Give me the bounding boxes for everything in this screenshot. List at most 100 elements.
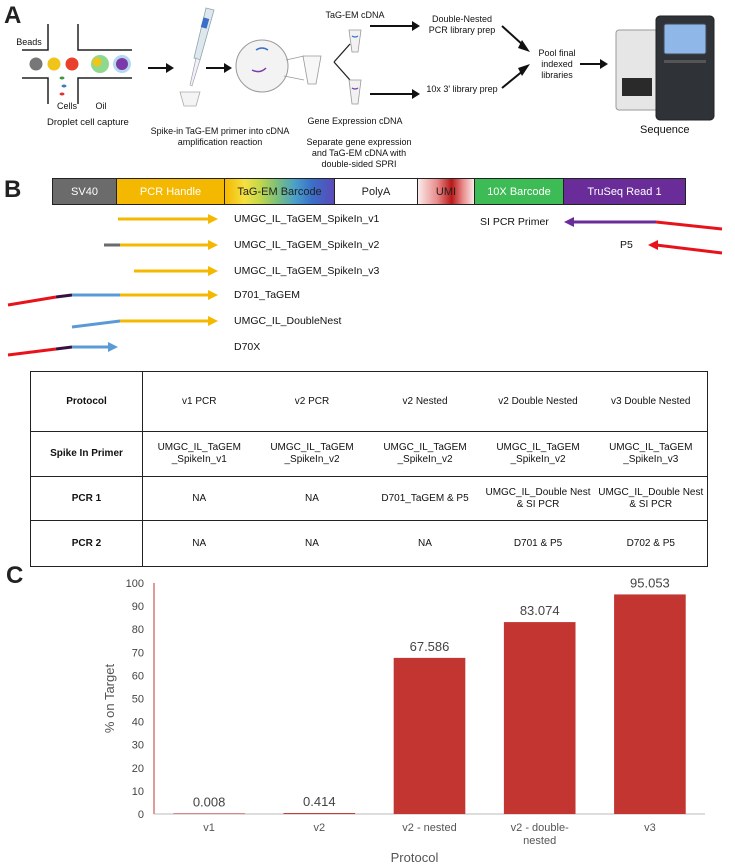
panel-c-letter: C xyxy=(6,562,24,589)
construct-pcr-handle: PCR Handle xyxy=(117,179,225,204)
primer-label-si-pcr: SI PCR Primer xyxy=(480,216,549,228)
data-label: 83.074 xyxy=(520,603,560,618)
primer-arrow-d701-tagem xyxy=(7,290,218,307)
primer-arrow-si-pcr xyxy=(564,217,723,231)
table-header: v1 PCR xyxy=(142,371,256,432)
data-label: 0.414 xyxy=(303,794,336,809)
double-nested-prep-label: Double-Nested PCR library prep xyxy=(428,14,496,35)
bar xyxy=(503,622,576,814)
table-cell: UMGC_IL_TaGEM _SpikeIn_v1 xyxy=(142,431,256,477)
table-row-label: PCR 2 xyxy=(30,520,143,567)
bead-red xyxy=(65,57,79,71)
y-axis-title: % on Target xyxy=(102,664,117,734)
primer-arrow-doublenest xyxy=(71,316,218,329)
table-cell: D701_TaGEM & P5 xyxy=(368,476,482,521)
panel-a-workflow: Droplet cell capture xyxy=(22,7,715,128)
table-row: PCR 1 NA NA D701_TaGEM & P5 UMGC_IL_Doub… xyxy=(30,476,708,521)
table-header: v2 PCR xyxy=(255,371,369,432)
x-tick-label: v1 xyxy=(203,822,215,834)
table-cell: UMGC_IL_TaGEM _SpikeIn_v3 xyxy=(594,431,708,477)
pipette-icon xyxy=(179,7,215,107)
y-tick-label: 20 xyxy=(132,763,144,775)
bar xyxy=(283,813,356,814)
table-row: PCR 2 NA NA NA D701 & P5 D702 & P5 xyxy=(30,520,708,567)
primer-label-spikein-v3: UMGC_IL_TaGEM_SpikeIn_v3 xyxy=(234,265,380,277)
table-row-label: PCR 1 xyxy=(30,476,143,521)
panel-b-letter: B xyxy=(4,176,22,203)
primer-diagram xyxy=(7,214,723,357)
primer-label-d701-tagem: D701_TaGEM xyxy=(234,289,300,301)
tenx-prep-label: 10x 3' library prep xyxy=(426,84,498,94)
droplet-caption: Droplet cell capture xyxy=(47,117,129,128)
table-cell: UMGC_IL_TaGEM _SpikeIn_v2 xyxy=(481,431,595,477)
cells-label: Cells xyxy=(56,101,77,111)
construct-umi: UMI xyxy=(418,179,475,204)
y-tick-label: 80 xyxy=(132,624,144,636)
table-cell: NA xyxy=(142,476,256,521)
primer-arrow-spikein-v2 xyxy=(104,240,218,250)
x-tick-label: v2 - nested xyxy=(402,822,456,834)
on-target-bar-chart: 01020304050607080901000.008v10.414v267.5… xyxy=(102,575,705,865)
table-header: v2 Nested xyxy=(368,371,482,432)
gene-expression-tube-icon xyxy=(348,79,362,105)
tagem-tube-icon xyxy=(348,29,362,53)
table-cell: UMGC_IL_Double Nest & SI PCR xyxy=(481,476,595,521)
construct-10x-barcode: 10X Barcode xyxy=(475,179,564,204)
table-cell: NA xyxy=(142,520,256,567)
primer-arrow-p5 xyxy=(648,240,723,255)
table-header-row: Protocol v1 PCR v2 PCR v2 Nested v2 Doub… xyxy=(30,371,708,432)
x-tick-label: nested xyxy=(523,835,556,847)
table-cell: UMGC_IL_Double Nest & SI PCR xyxy=(594,476,708,521)
pool-label: Pool final indexed libraries xyxy=(538,48,576,80)
primer-arrow-spikein-v3 xyxy=(134,266,218,276)
data-label: 0.008 xyxy=(193,794,226,809)
tagem-cdna-label: TaG-EM cDNA xyxy=(325,10,385,20)
gene-expression-cdna-label: Gene Expression cDNA xyxy=(307,116,403,126)
y-tick-label: 70 xyxy=(132,647,144,659)
data-label: 95.053 xyxy=(630,575,670,590)
construct-sv40: SV40 xyxy=(53,179,117,204)
y-tick-label: 50 xyxy=(132,694,144,706)
table-cell: D702 & P5 xyxy=(594,520,708,567)
table-cell: NA xyxy=(255,520,369,567)
oil-label: Oil xyxy=(95,101,107,111)
table-cell: NA xyxy=(255,476,369,521)
table-header: v2 Double Nested xyxy=(481,371,595,432)
table-cell: UMGC_IL_TaGEM _SpikeIn_v2 xyxy=(255,431,369,477)
panel-a-letter: A xyxy=(4,2,22,29)
beads-label: Beads xyxy=(16,37,42,47)
construct-polya: PolyA xyxy=(335,179,418,204)
y-tick-label: 40 xyxy=(132,717,144,729)
data-label: 67.586 xyxy=(410,639,450,654)
bar xyxy=(173,813,245,814)
construct-map: SV40 PCR Handle TaG-EM Barcode PolyA UMI… xyxy=(52,178,686,205)
y-tick-label: 60 xyxy=(132,670,144,682)
separate-caption: Separate gene expression and TaG-EM cDNA… xyxy=(306,137,412,169)
bead-gray xyxy=(29,57,43,71)
table-row-label: Spike In Primer xyxy=(30,431,143,477)
table-cell: NA xyxy=(368,520,482,567)
x-axis-title: Protocol xyxy=(391,850,439,865)
primer-arrow-spikein-v1 xyxy=(118,214,218,224)
y-tick-label: 30 xyxy=(132,740,144,752)
x-tick-label: v2 xyxy=(313,822,325,834)
primer-label-p5: P5 xyxy=(620,239,633,251)
y-tick-label: 90 xyxy=(132,601,144,613)
primer-arrow-d70x xyxy=(7,342,118,357)
primer-label-doublenest: UMGC_IL_DoubleNest xyxy=(234,315,342,327)
sequence-label: Sequence xyxy=(640,124,690,136)
magnified-tube-icon xyxy=(235,39,322,93)
y-tick-label: 0 xyxy=(138,809,144,821)
table-header-protocol: Protocol xyxy=(30,371,143,432)
x-tick-label: v2 - double- xyxy=(511,822,569,834)
table-row: Spike In Primer UMGC_IL_TaGEM _SpikeIn_v… xyxy=(30,431,708,477)
bead-yellow xyxy=(47,57,61,71)
x-tick-label: v3 xyxy=(644,822,656,834)
construct-truseq-read1: TruSeq Read 1 xyxy=(564,179,685,204)
protocol-table: Protocol v1 PCR v2 PCR v2 Nested v2 Doub… xyxy=(30,371,708,567)
primer-label-spikein-v2: UMGC_IL_TaGEM_SpikeIn_v2 xyxy=(234,239,380,251)
bar xyxy=(393,657,466,814)
bar xyxy=(614,594,686,814)
table-cell: UMGC_IL_TaGEM _SpikeIn_v2 xyxy=(368,431,482,477)
construct-tagem-barcode: TaG-EM Barcode xyxy=(225,179,335,204)
